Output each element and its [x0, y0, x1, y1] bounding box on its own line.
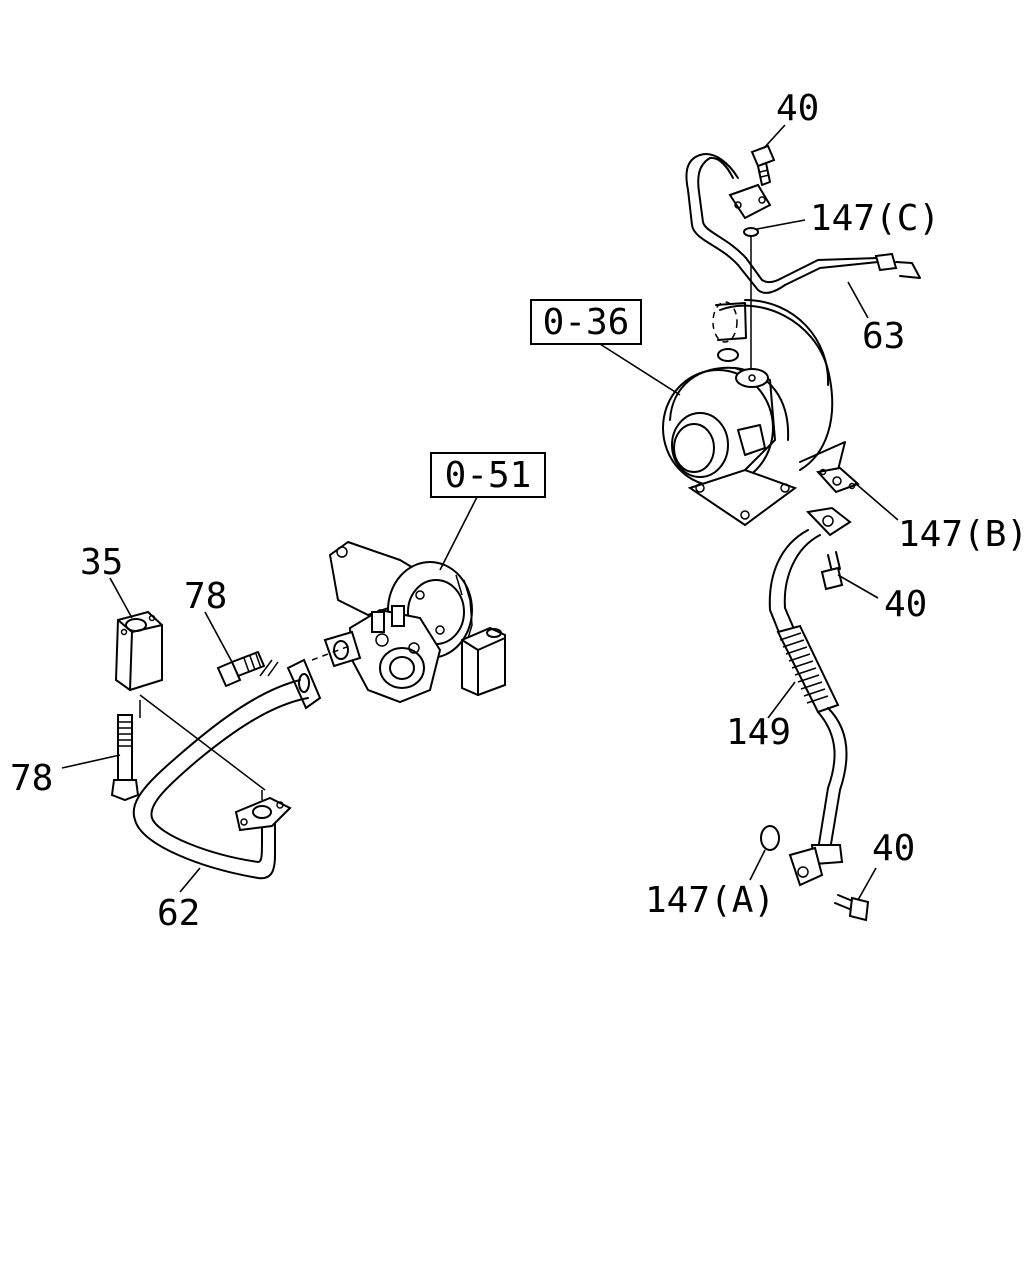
- callout-149: 149: [726, 712, 791, 753]
- callout-35: 35: [80, 542, 123, 583]
- ref-label-0-51: 0-51: [445, 455, 532, 496]
- o-ring-147a: [760, 825, 780, 851]
- callout-40-top: 40: [776, 88, 819, 129]
- callout-40-bottom: 40: [872, 828, 915, 869]
- connector-35: [114, 610, 163, 692]
- ref-box-0-51: 0-51: [430, 452, 546, 498]
- callout-147a: 147(A): [645, 880, 775, 921]
- bolt-40-mid: [820, 551, 844, 591]
- gasket-147b: [816, 466, 860, 494]
- callout-147c: 147(C): [810, 198, 940, 239]
- callout-78-left: 78: [10, 758, 53, 799]
- oil-pump: [323, 541, 506, 704]
- stud-bolt-78-left: [110, 714, 140, 802]
- oil-inlet-pipe-63: [685, 153, 921, 294]
- bolt-78-top: [216, 651, 265, 688]
- oil-pipe-62: [132, 658, 322, 880]
- callout-40-mid: 40: [884, 584, 927, 625]
- o-ring-147c: [743, 219, 806, 370]
- leader-lines: [61, 124, 899, 901]
- oil-drain-pipe-149: [768, 506, 852, 887]
- ref-box-0-36: 0-36: [530, 299, 642, 345]
- bolt-40-bottom: [834, 894, 870, 922]
- bolt-40-top: [750, 144, 776, 186]
- ref-label-0-36: 0-36: [543, 302, 630, 343]
- connection-lines: [139, 644, 353, 800]
- callout-62: 62: [157, 893, 200, 934]
- turbocharger: [662, 299, 846, 527]
- callout-63: 63: [862, 316, 905, 357]
- callout-147b: 147(B): [898, 514, 1024, 555]
- callout-78-top: 78: [184, 576, 227, 617]
